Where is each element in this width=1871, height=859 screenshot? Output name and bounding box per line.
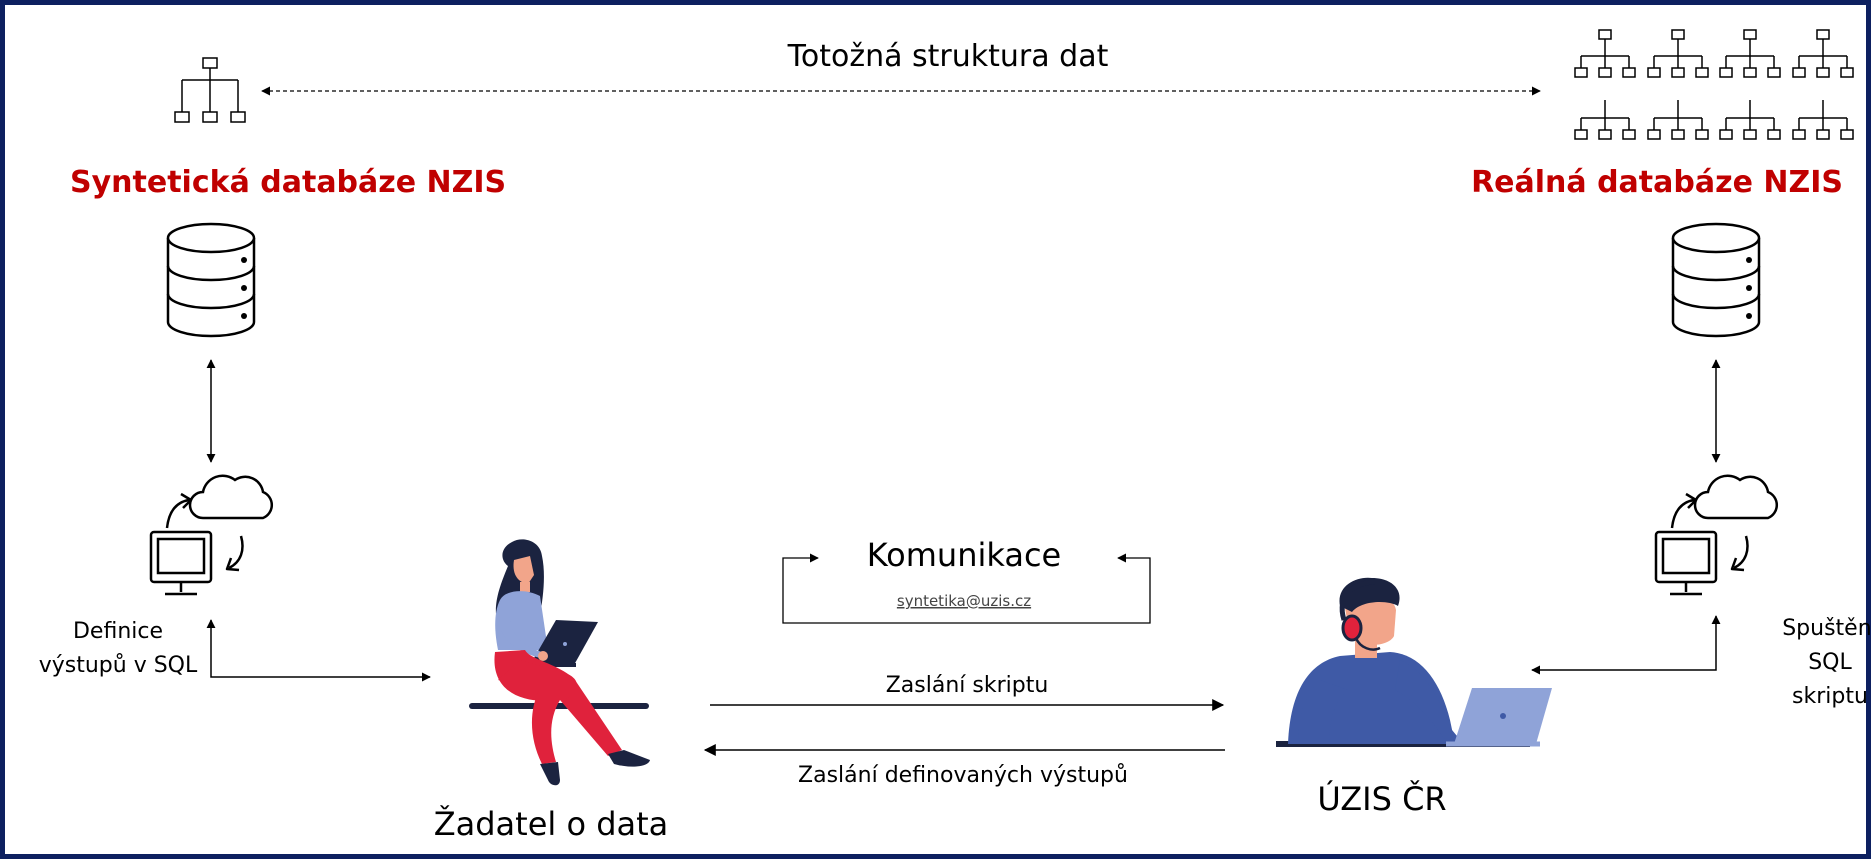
left-note-line-2: výstupů v SQL: [39, 653, 198, 678]
right-note-line-1: Spuštění: [1782, 616, 1871, 641]
real-db-title: Reálná databáze NZIS: [1471, 165, 1843, 200]
left-note-line-1: Definice: [73, 619, 163, 644]
communication-loop: [782, 553, 1151, 624]
right-note-line-3: skriptu: [1792, 684, 1868, 709]
cloud-computer-icon: [149, 474, 273, 596]
send-script-label: Zaslání skriptu: [886, 673, 1049, 698]
small-tree-icon: [174, 57, 246, 123]
communication-title: Komunikace: [867, 536, 1061, 574]
database-icon: [1671, 222, 1761, 338]
computer-to-uzis-arrow: [1531, 615, 1721, 675]
requester-label: Žadatel o data: [434, 805, 669, 843]
right-note-line-2: SQL: [1808, 650, 1852, 675]
structure-label: Totožná struktura dat: [787, 39, 1109, 74]
uzis-label: ÚZIS ČR: [1317, 779, 1446, 818]
synthetic-db-title: Syntetická databáze NZIS: [70, 165, 506, 200]
communication-email: syntetika@uzis.cz: [897, 592, 1031, 610]
send-outputs-label: Zaslání definovaných výstupů: [798, 763, 1128, 788]
cloud-computer-icon: [1654, 474, 1778, 596]
requester-illustration: [469, 539, 650, 786]
large-tree-icon: [1574, 29, 1854, 140]
computer-to-requester-arrow: [206, 619, 431, 682]
uzis-operator-illustration: [1276, 577, 1552, 747]
database-icon: [166, 222, 256, 338]
